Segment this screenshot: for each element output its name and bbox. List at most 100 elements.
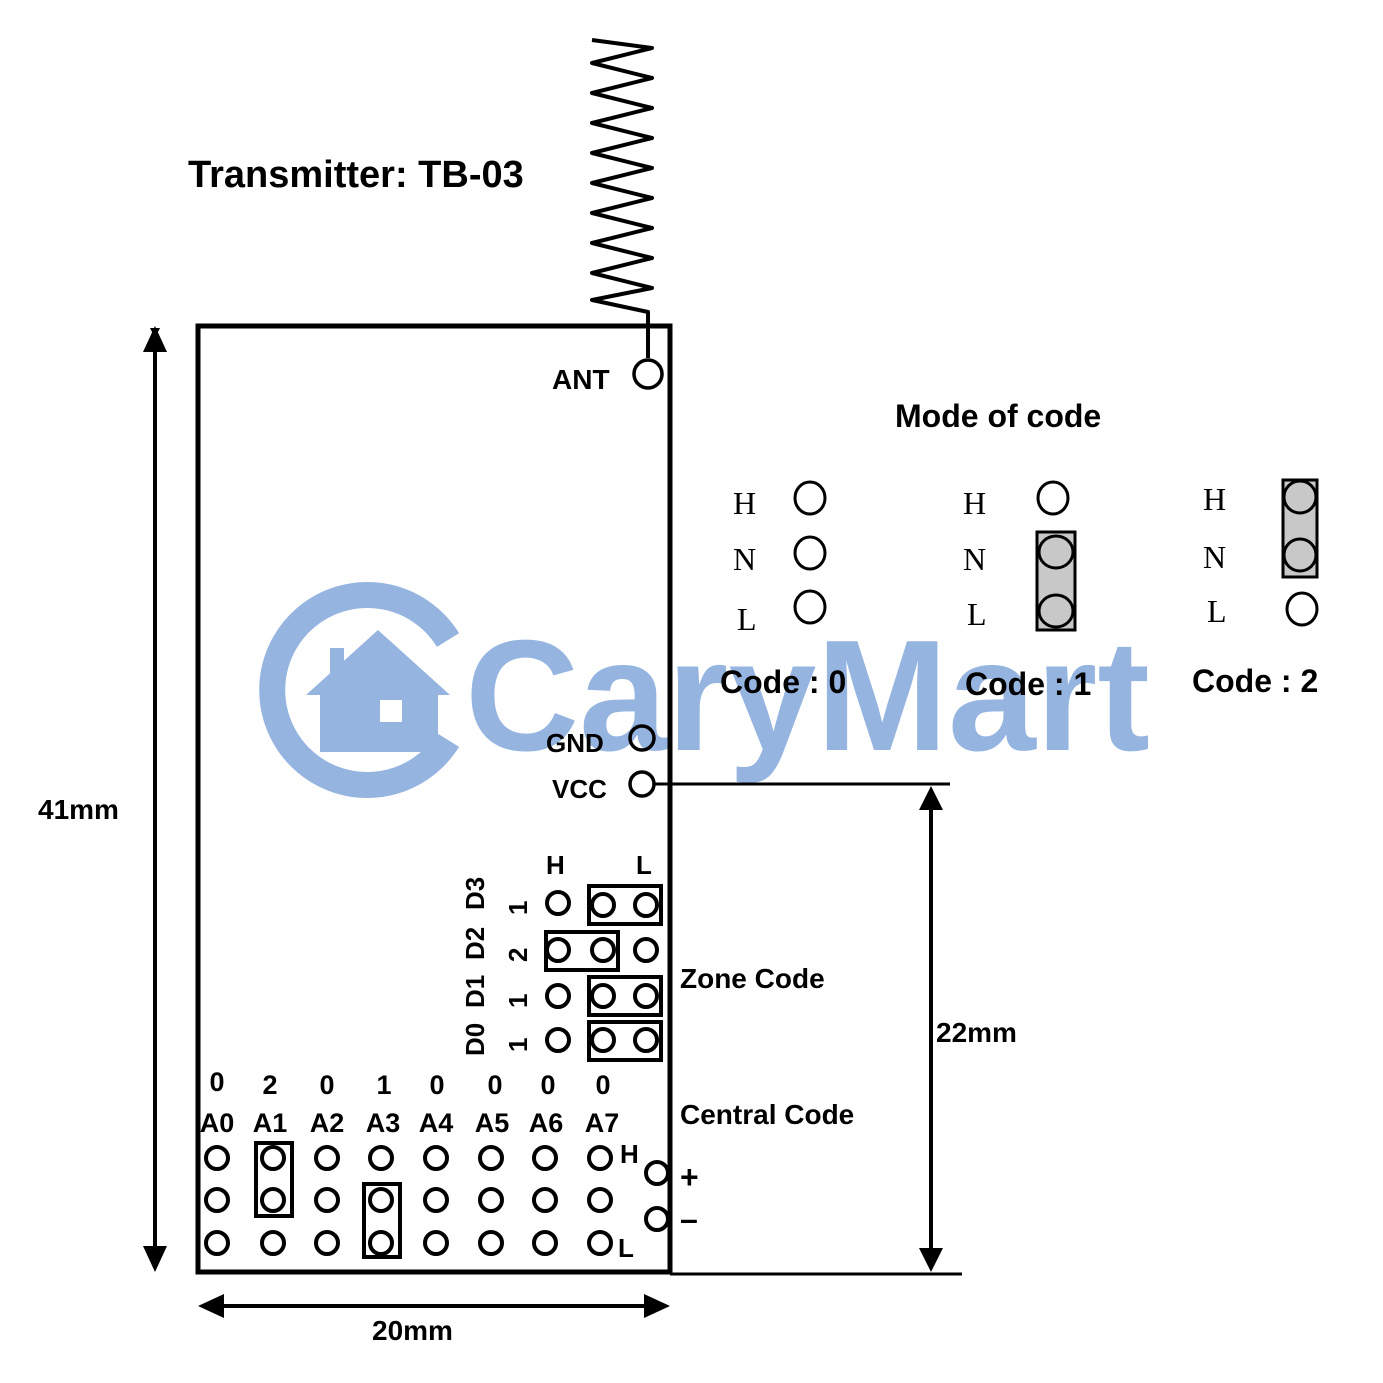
power-h-label: H [620, 1139, 639, 1169]
address-pin-a0 [204, 1187, 230, 1213]
address-value-a1: 2 [262, 1070, 277, 1100]
mode-pin [1036, 480, 1070, 516]
zone-pin-circle [633, 892, 659, 918]
module-board [195, 323, 673, 1275]
address-value-a4: 0 [429, 1070, 444, 1100]
central-code-label: Central Code [680, 1099, 854, 1130]
arrow-head-icon [198, 1294, 224, 1318]
zone-pin-circle [590, 892, 616, 918]
mode-jumper [1281, 478, 1319, 579]
vcc-span-label: 22mm [936, 1017, 1017, 1048]
zone-value-d0: 1 [503, 1038, 533, 1052]
address-pin-a1 [260, 1230, 286, 1256]
zone-code-label: Zone Code [680, 963, 825, 994]
mode-state-l: L [737, 601, 757, 637]
arrow-head-icon [644, 1294, 670, 1318]
address-pin-a4 [423, 1230, 449, 1256]
address-values: 0 2 0 1 0 0 0 0 [209, 1067, 610, 1100]
address-pin-a4 [423, 1145, 449, 1171]
width-dimension-label: 20mm [372, 1315, 453, 1346]
zone-pin-d3: D3 [460, 877, 490, 910]
zone-value-d1: 1 [503, 994, 533, 1008]
zone-pin-d2: D2 [460, 927, 490, 960]
zone-pin-d0: D0 [460, 1023, 490, 1056]
address-pin-a4 [423, 1187, 449, 1213]
mode-pin [1037, 534, 1075, 570]
mode-state-l: L [1207, 593, 1227, 629]
address-pin-a5 [478, 1145, 504, 1171]
address-name-a3: A3 [366, 1108, 401, 1138]
address-pin-a5 [478, 1187, 504, 1213]
address-pin-a2 [314, 1145, 340, 1171]
mode-state-l: L [967, 596, 987, 632]
address-pin-a7 [587, 1187, 613, 1213]
mode-pin [793, 589, 827, 625]
minus-label: – [680, 1201, 698, 1237]
mode-pin [1282, 537, 1318, 573]
carymart-watermark: CaryMart [259, 582, 1150, 798]
zone-pin-d1: D1 [460, 975, 490, 1008]
code-0-label: Code : 0 [720, 664, 846, 700]
mode-state-h: H [733, 485, 756, 521]
address-pin-a7 [587, 1145, 613, 1171]
ant-pin [632, 358, 664, 390]
gnd-label: GND [546, 728, 604, 758]
mode-state-n: N [1203, 539, 1226, 575]
mode-code-2: H N L Code : 2 [1192, 478, 1319, 699]
zone-pin-circle [545, 937, 571, 963]
code-2-label: Code : 2 [1192, 663, 1318, 699]
address-jumper-a1 [254, 1141, 294, 1218]
antenna-coil [590, 38, 654, 358]
ant-label: ANT [552, 364, 610, 395]
address-value-a7: 0 [595, 1070, 610, 1100]
address-pin-a0 [204, 1230, 230, 1256]
address-pin-a2 [314, 1187, 340, 1213]
mode-state-h: H [1203, 481, 1226, 517]
address-name-a6: A6 [529, 1108, 564, 1138]
address-pin-a1 [260, 1145, 286, 1171]
plus-label: + [680, 1159, 699, 1195]
zone-pin-circle [590, 983, 616, 1009]
vcc-label: VCC [552, 774, 607, 804]
height-dimension-label: 41mm [38, 794, 119, 825]
zone-jumper-d1 [587, 975, 663, 1017]
house-logo-icon [259, 582, 460, 798]
address-pin-a0 [204, 1145, 230, 1171]
zone-pin-circle [590, 937, 616, 963]
address-value-a2: 0 [319, 1070, 334, 1100]
address-value-a6: 0 [540, 1070, 555, 1100]
address-pin-a6 [532, 1187, 558, 1213]
address-value-a0: 0 [209, 1067, 224, 1097]
address-pin-a6 [532, 1145, 558, 1171]
diagram-title: Transmitter: TB-03 [188, 154, 524, 196]
address-pin-grid [204, 1145, 613, 1256]
mode-state-n: N [733, 541, 756, 577]
address-pin-a3 [368, 1187, 394, 1213]
zone-value-d2: 2 [503, 948, 533, 962]
arrow-head-icon [143, 1246, 167, 1272]
arrow-head-icon [919, 1248, 943, 1272]
mode-title: Mode of code [895, 398, 1101, 434]
mode-code-1: H N L Code : 1 [963, 480, 1091, 702]
address-name-a2: A2 [310, 1108, 345, 1138]
zone-pin-circle [633, 983, 659, 1009]
address-pin-a6 [532, 1230, 558, 1256]
address-name-a4: A4 [419, 1108, 454, 1138]
address-name-a0: A0 [200, 1108, 235, 1138]
arrow-head-icon [143, 326, 167, 352]
power-minus-pin [644, 1206, 670, 1232]
mode-jumper [1035, 530, 1077, 632]
address-name-a7: A7 [585, 1108, 620, 1138]
address-name-a5: A5 [475, 1108, 510, 1138]
mode-pin [1037, 593, 1075, 629]
mode-state-n: N [963, 541, 986, 577]
zone-jumper-d0 [587, 1020, 663, 1062]
code-1-label: Code : 1 [965, 666, 1091, 702]
zone-pin-labels: D3 D2 D1 D0 1 2 1 1 [460, 877, 533, 1056]
zone-jumper-d3 [587, 884, 663, 926]
address-pin-a3 [368, 1145, 394, 1171]
gnd-pin [628, 724, 656, 752]
address-jumpers [254, 1141, 402, 1259]
address-names: A0 A1 A2 A3 A4 A5 A6 A7 [200, 1108, 620, 1138]
zone-col-l: L [636, 850, 652, 880]
